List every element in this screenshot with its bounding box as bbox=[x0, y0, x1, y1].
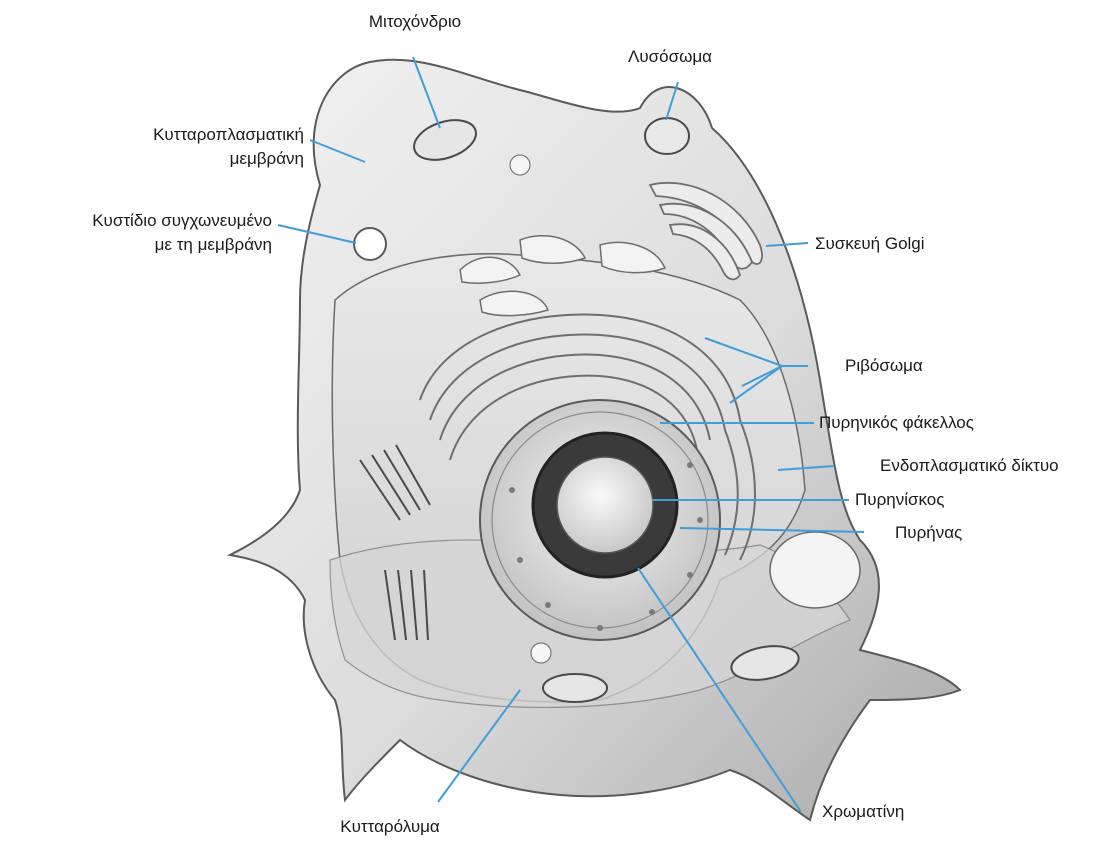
vesicle bbox=[354, 228, 386, 260]
label-lysosome: Λυσόσωμα bbox=[605, 45, 735, 69]
label-mitochondrion: Μιτοχόνδριο bbox=[340, 10, 490, 34]
label-golgi-text: Συσκευή Golgi bbox=[815, 232, 925, 256]
label-cell-membrane: Κυτταροπλασματική μεμβράνη bbox=[60, 123, 304, 171]
label-nucleolus-text: Πυρηνίσκος bbox=[855, 488, 944, 512]
label-golgi: Συσκευή Golgi bbox=[815, 232, 925, 256]
label-endoplasmic-reticulum-text: Ενδοπλασματικό δίκτυο bbox=[880, 454, 1059, 478]
label-ribosome: Ριβόσωμα bbox=[845, 354, 923, 378]
label-cytoplasm: Κυτταρόλυμα bbox=[320, 815, 460, 839]
label-nucleus-text: Πυρήνας bbox=[895, 521, 962, 545]
label-chromatin: Χρωματίνη bbox=[822, 800, 904, 824]
label-nuclear-envelope: Πυρηνικός φάκελλος bbox=[819, 411, 974, 435]
label-nucleus: Πυρήνας bbox=[895, 521, 962, 545]
label-vesicle: Κυστίδιο συγχωνευμένο με τη μεμβράνη bbox=[0, 209, 272, 257]
lysosome bbox=[645, 118, 689, 154]
cell-blob bbox=[770, 532, 860, 608]
label-chromatin-text: Χρωματίνη bbox=[822, 800, 904, 824]
label-cytoplasm-text: Κυτταρόλυμα bbox=[320, 815, 460, 839]
label-lysosome-text: Λυσόσωμα bbox=[605, 45, 735, 69]
label-endoplasmic-reticulum: Ενδοπλασματικό δίκτυο bbox=[880, 454, 1059, 478]
label-vesicle-line1: Κυστίδιο συγχωνευμένο bbox=[0, 209, 272, 233]
label-cell-membrane-line2: μεμβράνη bbox=[60, 147, 304, 171]
nucleolus bbox=[557, 457, 653, 553]
label-nuclear-envelope-text: Πυρηνικός φάκελλος bbox=[819, 411, 974, 435]
small-vesicle bbox=[510, 155, 530, 175]
label-ribosome-text: Ριβόσωμα bbox=[845, 354, 923, 378]
label-mitochondrion-text: Μιτοχόνδριο bbox=[340, 10, 490, 34]
label-nucleolus: Πυρηνίσκος bbox=[855, 488, 944, 512]
label-vesicle-line2: με τη μεμβράνη bbox=[0, 233, 272, 257]
label-cell-membrane-line1: Κυτταροπλασματική bbox=[60, 123, 304, 147]
small-vesicle bbox=[531, 643, 551, 663]
